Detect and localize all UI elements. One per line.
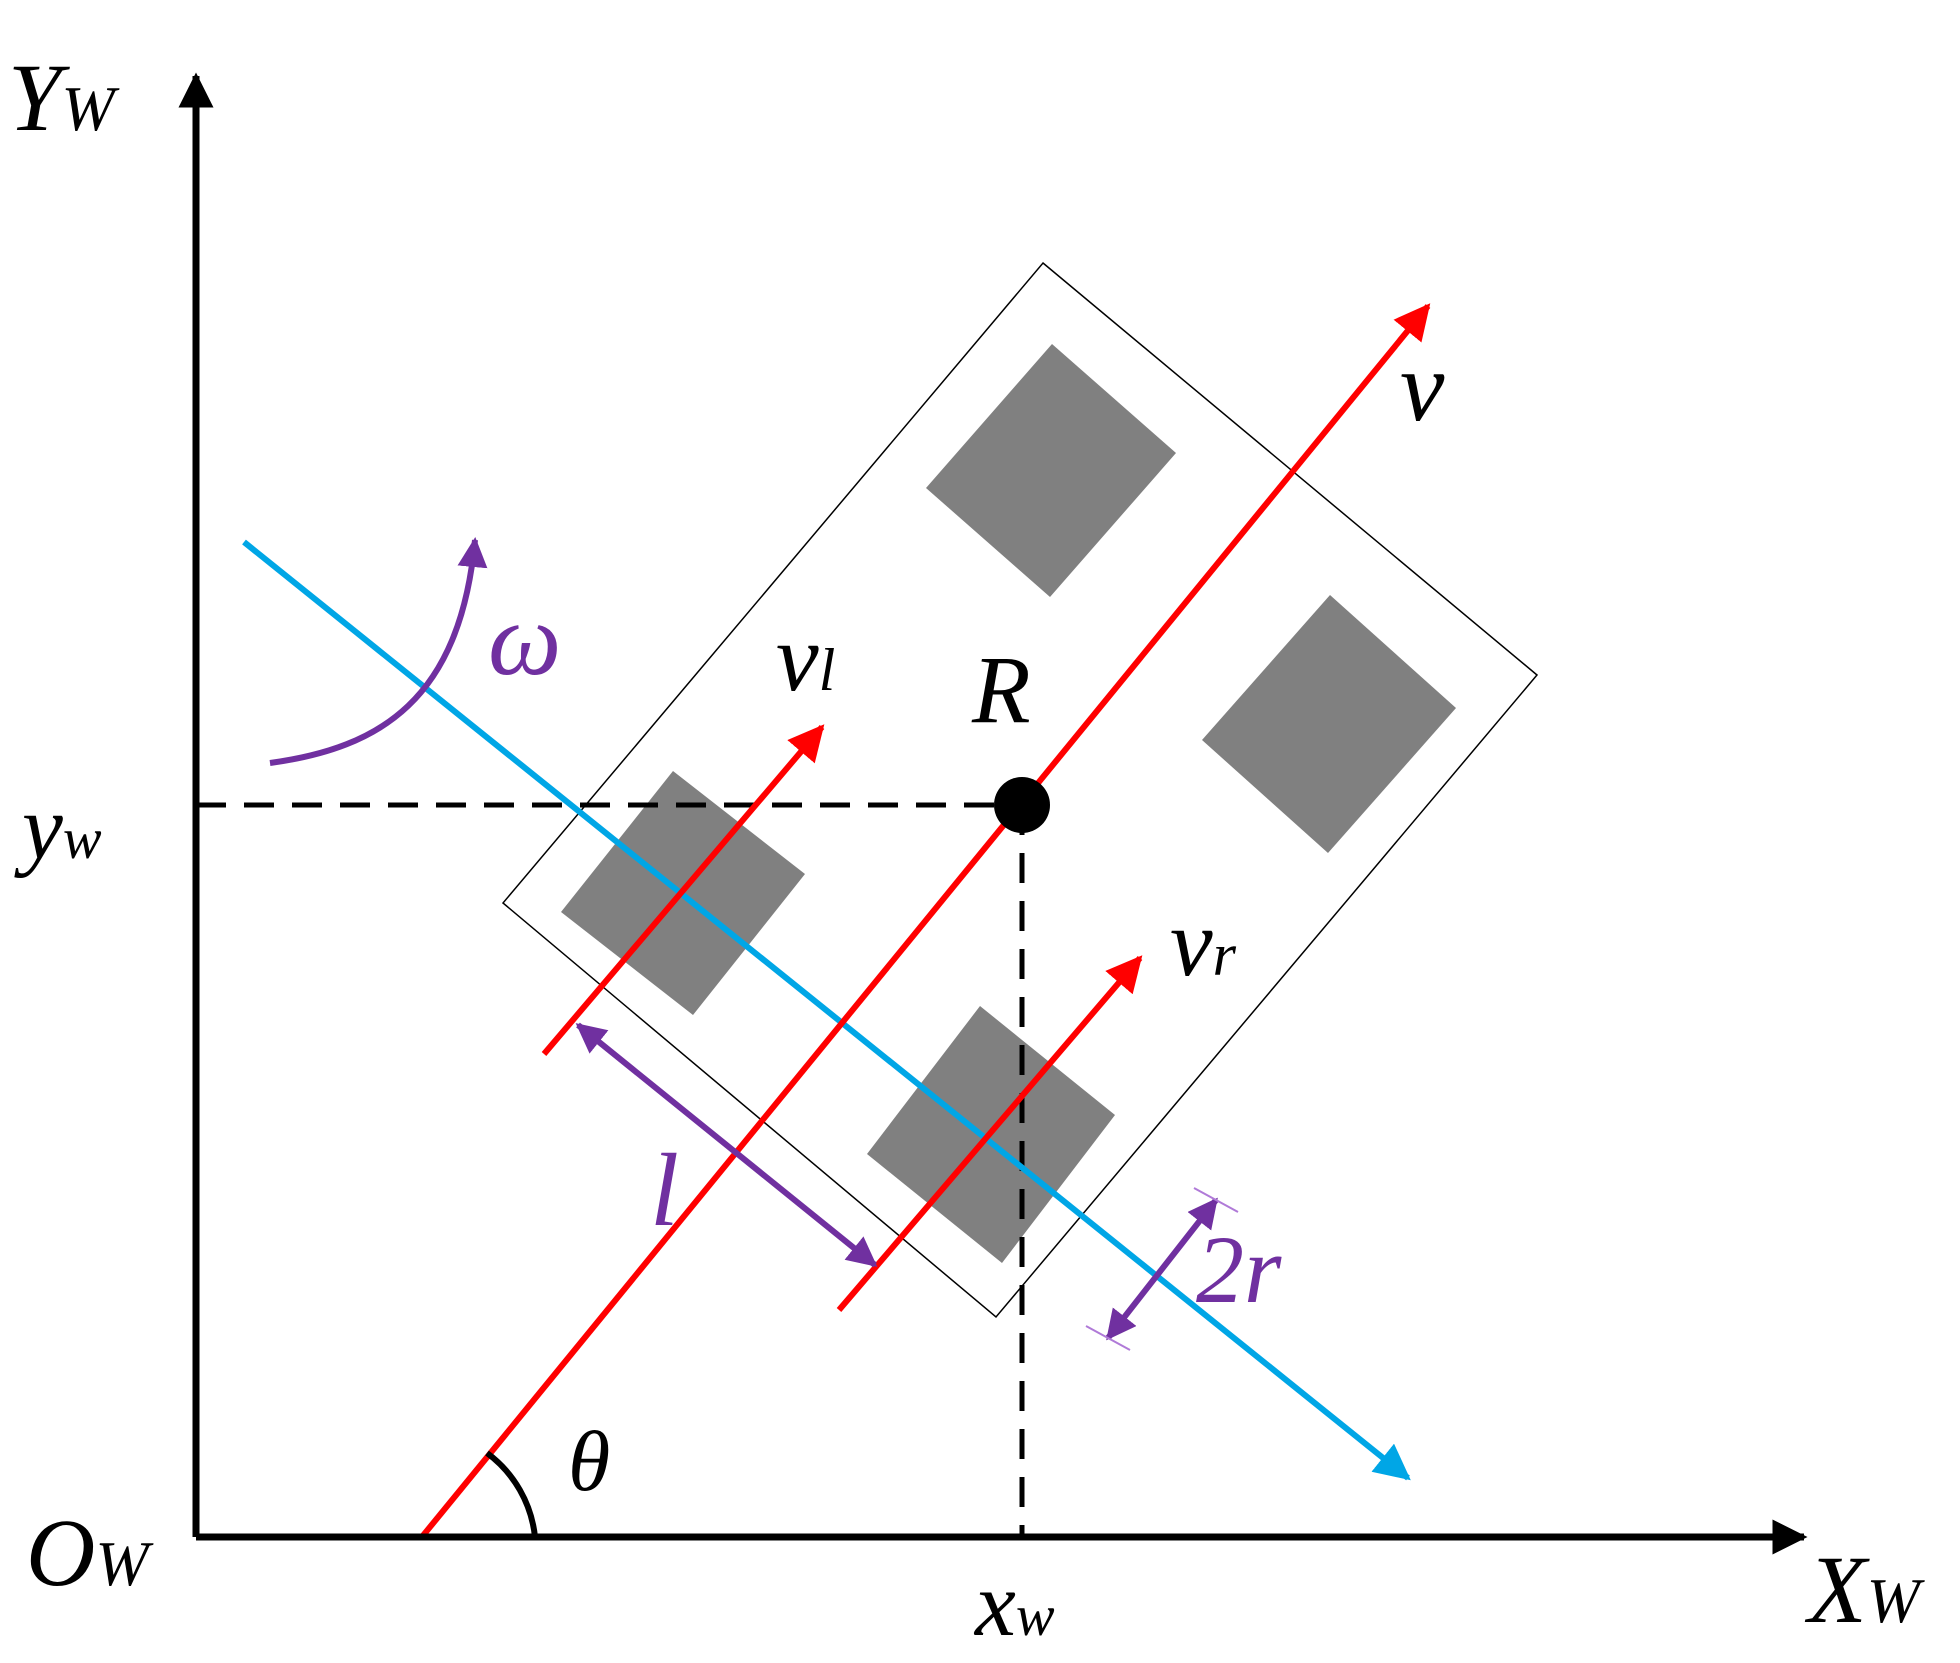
- left-velocity-label: vl: [776, 604, 835, 711]
- reference-point-dot: [994, 777, 1050, 833]
- origin-label: OW: [26, 1499, 154, 1606]
- wheel-diameter-tick-top: [1193, 1187, 1239, 1213]
- velocity-label: v: [1400, 331, 1445, 442]
- angular-velocity-arrow: [269, 537, 488, 766]
- right-velocity-label: vr: [1170, 889, 1237, 996]
- wheel-diameter-arrow: [1105, 1197, 1219, 1341]
- wheel-front-right: [1202, 595, 1456, 853]
- velocity-vr-arrow: [836, 955, 1143, 1312]
- wheel-diameter-label: 2r: [1196, 1216, 1282, 1323]
- wheel-front-left: [926, 344, 1176, 597]
- angular-velocity-label: ω: [488, 582, 561, 697]
- x-coordinate-label: xw: [973, 1553, 1055, 1655]
- velocity-v-arrow: [418, 303, 1431, 1540]
- y-axis-label: YW: [8, 44, 120, 151]
- velocity-vl-arrow: [541, 724, 825, 1056]
- heading-angle-arc: [485, 1450, 538, 1538]
- wheel-track-label: l: [650, 1133, 679, 1248]
- reference-point-label: R: [971, 636, 1031, 743]
- robot-body: [501, 261, 1539, 1319]
- y-coordinate-label: yw: [14, 776, 102, 878]
- heading-angle-label: θ: [568, 1413, 610, 1509]
- x-axis-label: XW: [1804, 1536, 1926, 1643]
- wheel-track-arrow: [575, 1022, 878, 1268]
- wheel-diameter-tick-bottom: [1085, 1325, 1131, 1351]
